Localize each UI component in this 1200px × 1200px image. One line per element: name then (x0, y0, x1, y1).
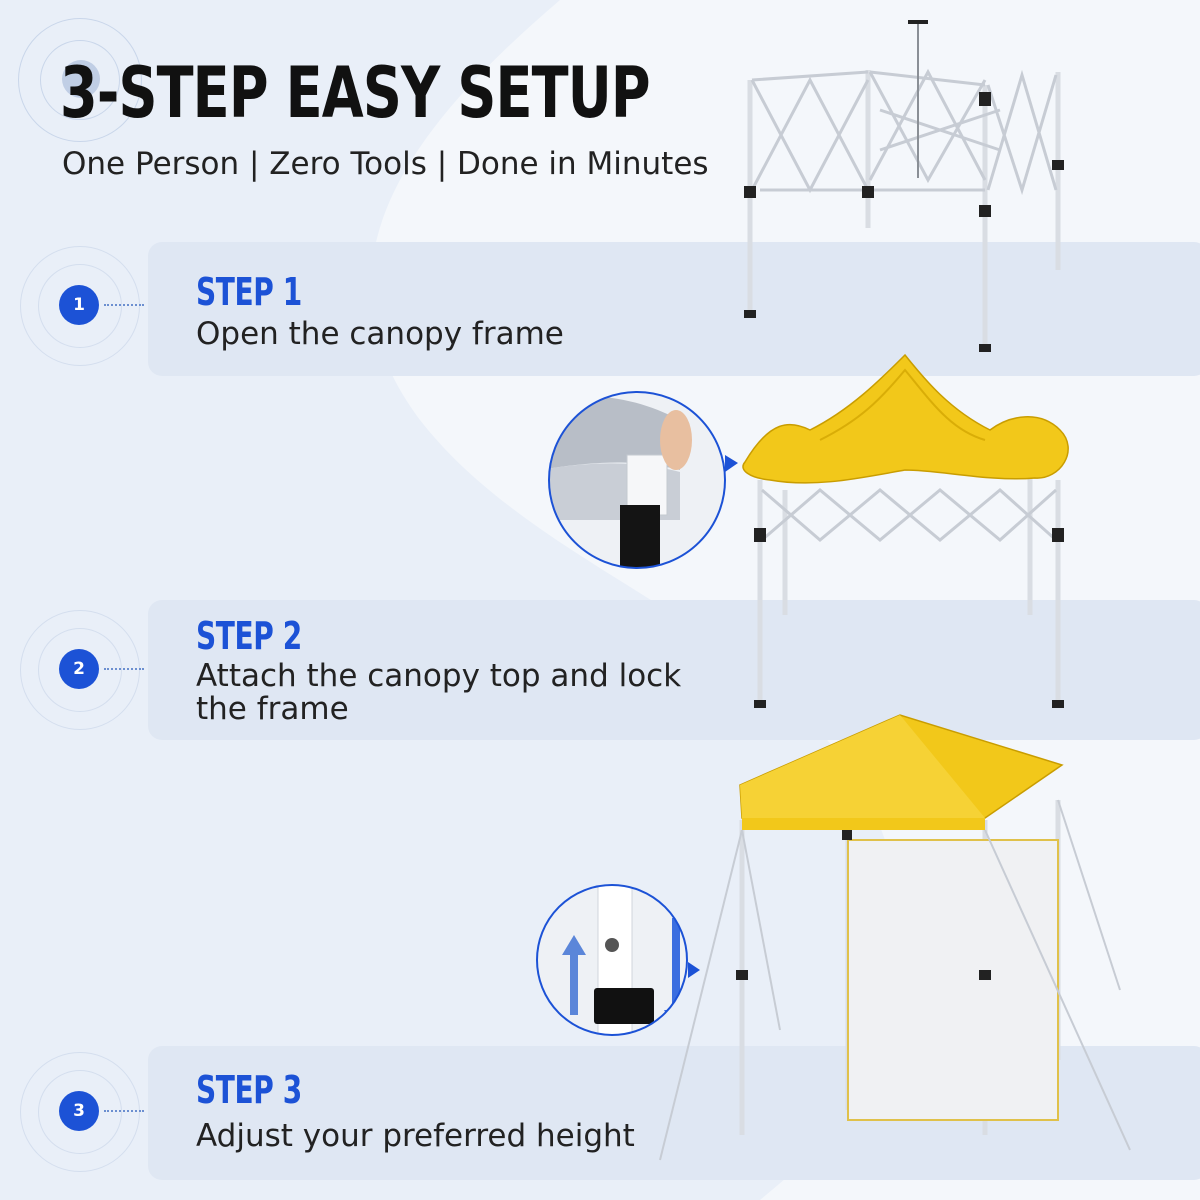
velcro-detail-icon (548, 391, 738, 569)
canopy-partial-illustration (742, 353, 1069, 708)
step-2-halo-outer (20, 610, 140, 730)
step-3-label: STEP 3 (196, 1068, 302, 1112)
step-1-connector (104, 304, 144, 306)
step-1-label: STEP 1 (196, 270, 302, 314)
step-1-halo-outer (20, 246, 140, 366)
step-3-halo-inner (38, 1070, 122, 1154)
step-2-number-badge: 2 (59, 649, 99, 689)
step-2-label: STEP 2 (196, 614, 302, 658)
step-3-connector (104, 1110, 144, 1112)
step-3-halo-outer (20, 1052, 140, 1172)
title-dot-icon (62, 60, 100, 98)
canopy-complete-illustration (659, 714, 1131, 1161)
step-3-number-badge: 3 (59, 1091, 99, 1131)
step-2-description-line1: Attach the canopy top and lock (196, 658, 682, 694)
page-subtitle: One Person | Zero Tools | Done in Minute… (62, 146, 709, 182)
step-1-number-badge: 1 (59, 285, 99, 325)
step-3-description: Adjust your preferred height (196, 1118, 635, 1154)
page-title: 3-STEP EASY SETUP (60, 52, 651, 134)
step-1-halo-inner (38, 264, 122, 348)
title-ring-outer (18, 18, 142, 142)
title-ring-inner (40, 40, 120, 120)
frame-illustration (747, 22, 1061, 350)
step-2-halo-inner (38, 628, 122, 712)
step-2-connector (104, 668, 144, 670)
step-1-panel (148, 242, 1200, 376)
step-2-description-line2: the frame (196, 691, 349, 727)
height-adjust-icon (536, 884, 700, 1036)
step-2-panel (148, 600, 1200, 740)
step-1-description: Open the canopy frame (196, 316, 564, 352)
